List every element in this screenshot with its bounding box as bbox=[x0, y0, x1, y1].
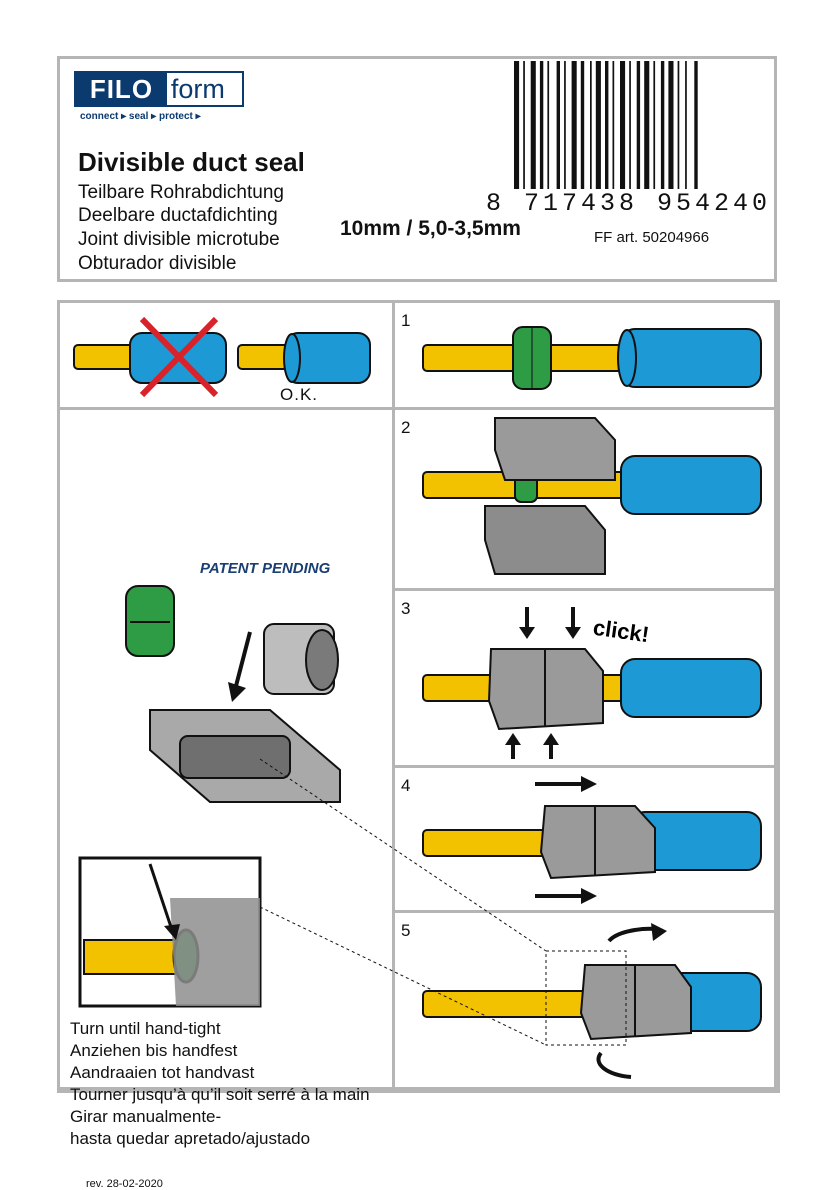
instruction-es-2: hasta quedar apretado/ajustado bbox=[70, 1129, 311, 1148]
barcode-bar bbox=[556, 61, 560, 189]
step-1-number: 1 bbox=[401, 311, 411, 330]
barcode-bar bbox=[571, 61, 577, 189]
step-1-cell: 1 bbox=[392, 300, 780, 410]
barcode-bar bbox=[653, 61, 656, 189]
step-3-number: 3 bbox=[401, 599, 411, 618]
step-2-illustration bbox=[422, 417, 762, 575]
step-2-number: 2 bbox=[401, 418, 411, 437]
barcode-bar bbox=[590, 61, 592, 189]
coupler-bottom-half-icon bbox=[484, 505, 606, 575]
size-spec: 10mm / 5,0-3,5mm bbox=[340, 217, 521, 240]
barcode-bar bbox=[514, 61, 520, 189]
barcode-bar bbox=[668, 61, 674, 189]
instruction-en: Turn until hand-tight bbox=[70, 1019, 221, 1038]
header-panel: FILO form connect ▸ seal ▸ protect ▸ Div… bbox=[57, 56, 777, 282]
ok-label: O.K. bbox=[280, 385, 319, 404]
instruction-de: Anziehen bis handfest bbox=[70, 1041, 238, 1060]
barcode-bar bbox=[620, 61, 626, 189]
barcode-bar bbox=[644, 61, 650, 189]
step-1-illustration bbox=[422, 326, 762, 390]
barcode-bar bbox=[595, 61, 601, 189]
step-3-illustration: click! bbox=[422, 607, 762, 759]
logo-right-text: form bbox=[170, 73, 225, 104]
article-number: FF art. 50204966 bbox=[594, 229, 710, 246]
barcode-bar bbox=[564, 61, 566, 189]
instruction-fr: Tourner jusqu’à qu’il soit serré à la ma… bbox=[70, 1085, 370, 1104]
barcode-bar bbox=[547, 61, 550, 189]
instruction-grid: O.K. 1 PATENT PENDING bbox=[57, 300, 780, 1190]
barcode-bar bbox=[530, 61, 536, 189]
filoform-logo: FILO form bbox=[74, 71, 244, 107]
barcode-number: 8 717438 954240 bbox=[486, 189, 772, 218]
pointer-arrow-icon bbox=[148, 863, 174, 931]
coupler-slide-icon bbox=[539, 805, 656, 880]
barcode-bar bbox=[636, 61, 641, 189]
barcode-bar bbox=[629, 61, 631, 189]
subtitle-es: Obturador divisible bbox=[78, 253, 237, 274]
barcode-bar bbox=[685, 61, 687, 189]
cut-comparison-illustration bbox=[73, 316, 371, 398]
step-5-illustration bbox=[422, 923, 762, 1079]
barcode-bar bbox=[694, 61, 698, 189]
down-arrow-icon bbox=[234, 631, 252, 687]
patent-pending-label: PATENT PENDING bbox=[200, 560, 331, 577]
barcode-bar bbox=[580, 61, 585, 189]
rotate-arrow-icon bbox=[607, 926, 658, 943]
logo-left-text: FILO bbox=[76, 73, 167, 105]
revision-date: rev. 28-02-2020 bbox=[86, 1178, 163, 1190]
coupler-top-half-icon bbox=[494, 417, 616, 481]
barcode-icon bbox=[514, 61, 698, 189]
barcode-bar bbox=[523, 61, 525, 189]
step-3-cell: 3 click! bbox=[392, 588, 780, 768]
zoom-guide-lines bbox=[259, 758, 627, 1046]
step-4-number: 4 bbox=[401, 776, 411, 795]
subtitle-de: Teilbare Rohrabdichtung bbox=[78, 182, 284, 203]
parts-illustration bbox=[78, 585, 341, 1008]
barcode-bar bbox=[605, 61, 609, 189]
product-title: Divisible duct seal bbox=[78, 147, 305, 177]
step-4-illustration bbox=[422, 776, 762, 904]
step-5-number: 5 bbox=[401, 921, 411, 940]
barcode-bar bbox=[539, 61, 544, 189]
subtitle-nl: Deelbare ductafdichting bbox=[78, 205, 278, 226]
barcode-bar bbox=[660, 61, 665, 189]
step-4-cell: 4 bbox=[392, 765, 780, 913]
barcode-bar bbox=[612, 61, 615, 189]
cut-check-cell: O.K. bbox=[57, 300, 395, 410]
step-5-cell: 5 bbox=[392, 910, 780, 1093]
tagline: connect ▸ seal ▸ protect ▸ bbox=[80, 111, 201, 122]
barcode-bar bbox=[677, 61, 680, 189]
instruction-nl: Aandraaien tot handvast bbox=[70, 1063, 255, 1082]
subtitle-fr: Joint divisible microtube bbox=[78, 229, 280, 250]
parts-overview-cell: PATENT PENDING Turn until hand-tight Anz… bbox=[57, 407, 395, 1190]
instruction-es-1: Girar manualmente- bbox=[70, 1107, 222, 1126]
